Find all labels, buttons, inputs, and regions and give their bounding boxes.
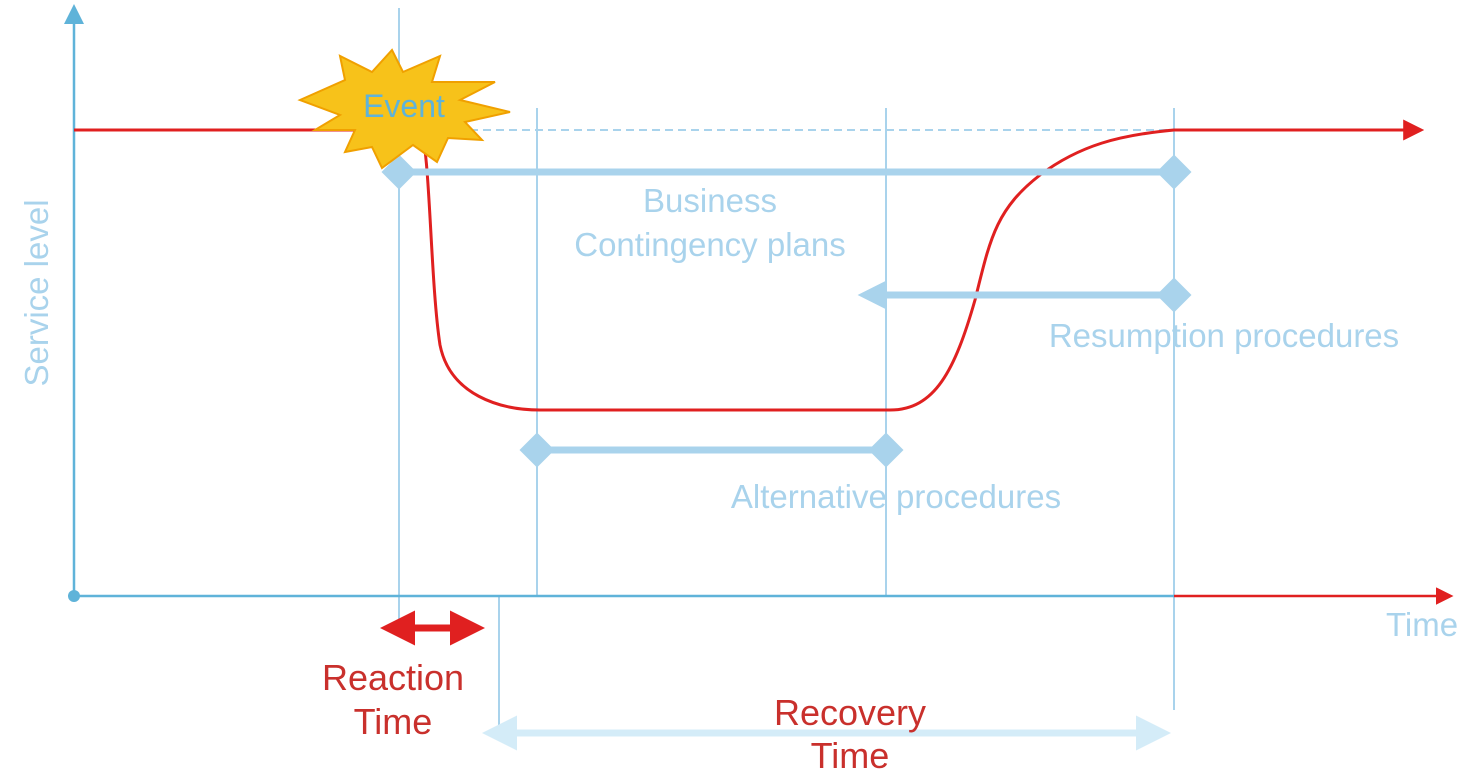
event-star-icon bbox=[297, 48, 511, 170]
reaction-time-label-line2: Time bbox=[354, 701, 433, 742]
business-label-line1: Business bbox=[643, 182, 777, 219]
alternative-label: Alternative procedures bbox=[731, 478, 1061, 515]
vertical-guides bbox=[398, 8, 1175, 740]
reaction-time-label-line1: Reaction bbox=[322, 657, 464, 698]
event-label: Event bbox=[363, 88, 445, 124]
axis-origin-dot bbox=[68, 590, 80, 602]
recovery-time-label-line1: Recovery bbox=[774, 692, 926, 733]
business-label-line2: Contingency plans bbox=[574, 226, 846, 263]
axes bbox=[64, 4, 1454, 605]
y-axis-label: Service level bbox=[18, 199, 55, 386]
phase-bars bbox=[381, 154, 1192, 468]
event-burst: Event bbox=[297, 48, 511, 170]
x-axis-label: Time bbox=[1386, 606, 1458, 643]
recovery-time-label-line2: Time bbox=[811, 735, 890, 776]
resumption-label: Resumption procedures bbox=[1049, 317, 1399, 354]
